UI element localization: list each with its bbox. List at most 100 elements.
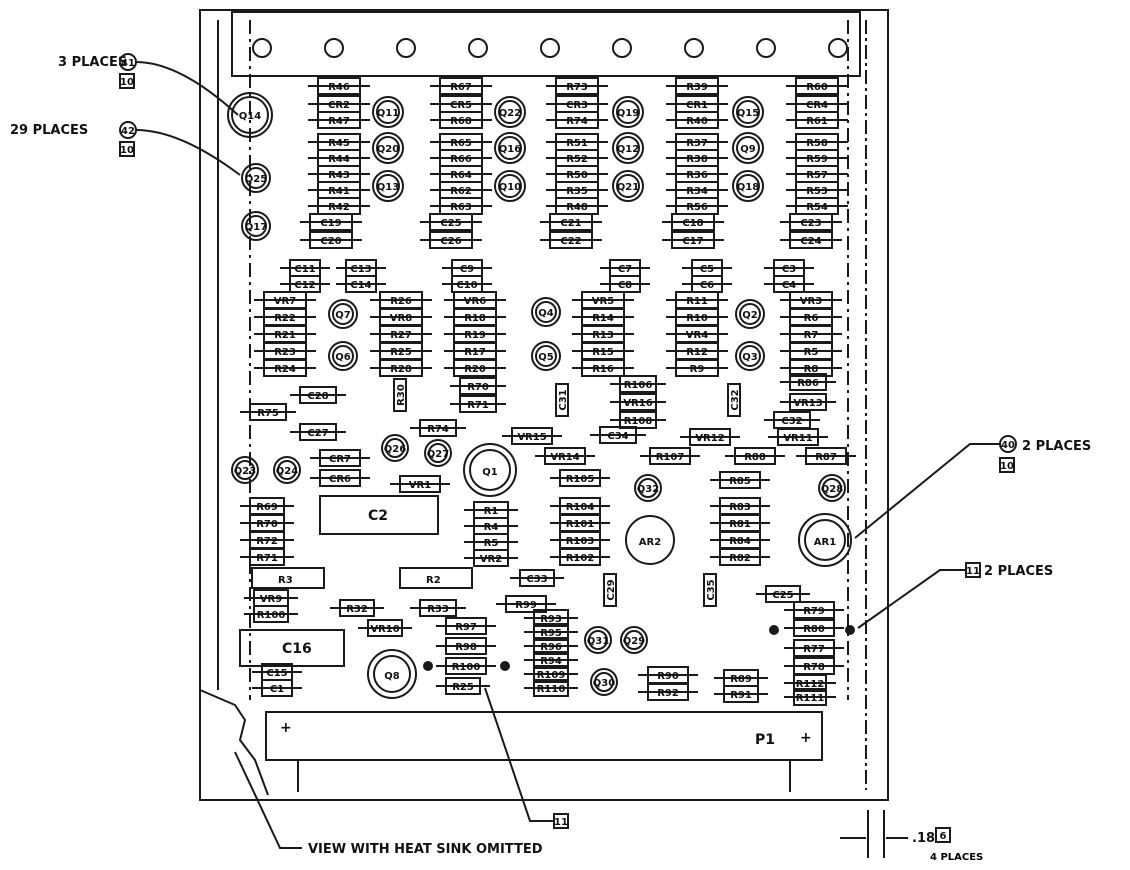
component-r53: R53 [786, 181, 848, 199]
component-vr13: VR13 [780, 393, 836, 411]
component-r17: R17 [444, 342, 506, 360]
component-r39: R39 [666, 77, 728, 95]
component-r90: R90 [638, 666, 698, 684]
ic-ar2 [625, 515, 675, 565]
component-r30: R30 [393, 378, 407, 412]
terminal-hole [540, 38, 560, 58]
component-c27: C27 [290, 423, 346, 441]
component-label: C14 [350, 280, 371, 291]
component-r67: R67 [430, 77, 492, 95]
component-label: Q32 [637, 484, 659, 495]
component-label: R12 [686, 347, 708, 358]
component-label: R108 [624, 416, 653, 427]
component-vr8: VR8 [370, 308, 432, 326]
transistor-q6: Q6 [328, 341, 358, 371]
view-note-text: VIEW WITH HEAT SINK OMITTED [308, 842, 543, 857]
callout-29-places-ref: 42 [121, 126, 135, 137]
component-label: R88 [744, 452, 766, 463]
component-label: R7 [804, 330, 819, 341]
component-label: C26 [440, 236, 461, 247]
component-label: C10 [456, 280, 477, 291]
component-label: CR3 [566, 100, 588, 111]
component-r109: R109 [524, 665, 578, 683]
component-label: R53 [806, 186, 828, 197]
component-label: Q30 [593, 678, 615, 689]
component-label: C8 [618, 280, 632, 291]
component-label: R56 [686, 202, 708, 213]
transistor-q4: Q4 [531, 297, 561, 327]
component-r38: R38 [666, 149, 728, 167]
component-label: C28 [307, 391, 328, 402]
component-label: R78 [803, 662, 825, 673]
capacitor-c2-label: C2 [368, 508, 388, 524]
transistor-q32: Q32 [634, 474, 662, 502]
component-label: R64 [450, 170, 472, 181]
component-r27: R27 [370, 325, 432, 343]
component-label: R62 [450, 186, 472, 197]
component-label: R111 [796, 693, 825, 704]
component-label: R35 [566, 186, 588, 197]
component-label: R97 [455, 622, 477, 633]
callout-29-places-sub: 10 [120, 145, 134, 156]
component-c10: C10 [442, 275, 492, 293]
component-label: R1 [484, 506, 499, 517]
transistor-q24: Q24 [273, 456, 301, 484]
component-r11: R11 [666, 291, 728, 309]
component-r79: R79 [784, 601, 844, 619]
component-label: VR7 [274, 296, 296, 307]
callout-posts-leader [857, 569, 966, 629]
component-label: Q24 [276, 466, 298, 477]
component-r26: R26 [370, 291, 432, 309]
component-r78: R78 [784, 657, 844, 675]
component-label: R34 [686, 186, 708, 197]
terminal-holes [252, 38, 848, 58]
component-r71: R71 [240, 548, 294, 566]
transistor-q30: Q30 [590, 668, 618, 696]
transistor-q14: Q14 [227, 92, 273, 138]
component-r41: R41 [308, 181, 370, 199]
component-r42: R42 [308, 197, 370, 215]
callout-ar1-leader [854, 443, 1000, 539]
component-label: Q9 [740, 144, 756, 155]
component-label: VR11 [783, 433, 812, 444]
component-label: C15 [266, 668, 287, 679]
component-label: R57 [806, 170, 828, 181]
component-label: R37 [686, 138, 708, 149]
component-label: R18 [464, 313, 486, 324]
component-label: R91 [730, 690, 752, 701]
component-r25: R25 [436, 677, 490, 695]
transistor-q31: Q31 [584, 626, 612, 654]
component-label: R94 [540, 656, 562, 667]
component-label: Q15 [737, 108, 759, 119]
component-r45: R45 [308, 133, 370, 151]
component-label: C9 [460, 264, 474, 275]
component-vr5: VR5 [572, 291, 634, 309]
component-c17: C17 [662, 231, 724, 249]
component-label: VR16 [623, 398, 652, 409]
component-label: C29 [606, 579, 617, 600]
component-r75: R75 [240, 403, 296, 421]
component-label: R47 [328, 116, 350, 127]
component-r93: R93 [524, 609, 578, 627]
component-label: R13 [592, 330, 614, 341]
resistor-r2-body [399, 567, 473, 589]
component-r70: R70 [240, 514, 294, 532]
terminal-hole [828, 38, 848, 58]
component-label: Q10 [499, 182, 521, 193]
component-label: R79 [803, 606, 825, 617]
component-r13: R13 [572, 325, 634, 343]
component-label: Q18 [737, 182, 759, 193]
component-label: R42 [328, 202, 350, 213]
component-c25: C25 [420, 213, 482, 231]
component-label: Q25 [245, 174, 267, 185]
component-c6: C6 [682, 275, 732, 293]
callout-29-places-sub-box [119, 141, 135, 157]
terminal-hole [468, 38, 488, 58]
component-label: Q28 [821, 484, 843, 495]
component-r102: R102 [550, 548, 610, 566]
component-r68: R68 [430, 111, 492, 129]
component-label: C32 [730, 389, 741, 410]
capacitor-c16-label: C16 [282, 641, 312, 657]
component-vr4: VR4 [666, 325, 728, 343]
